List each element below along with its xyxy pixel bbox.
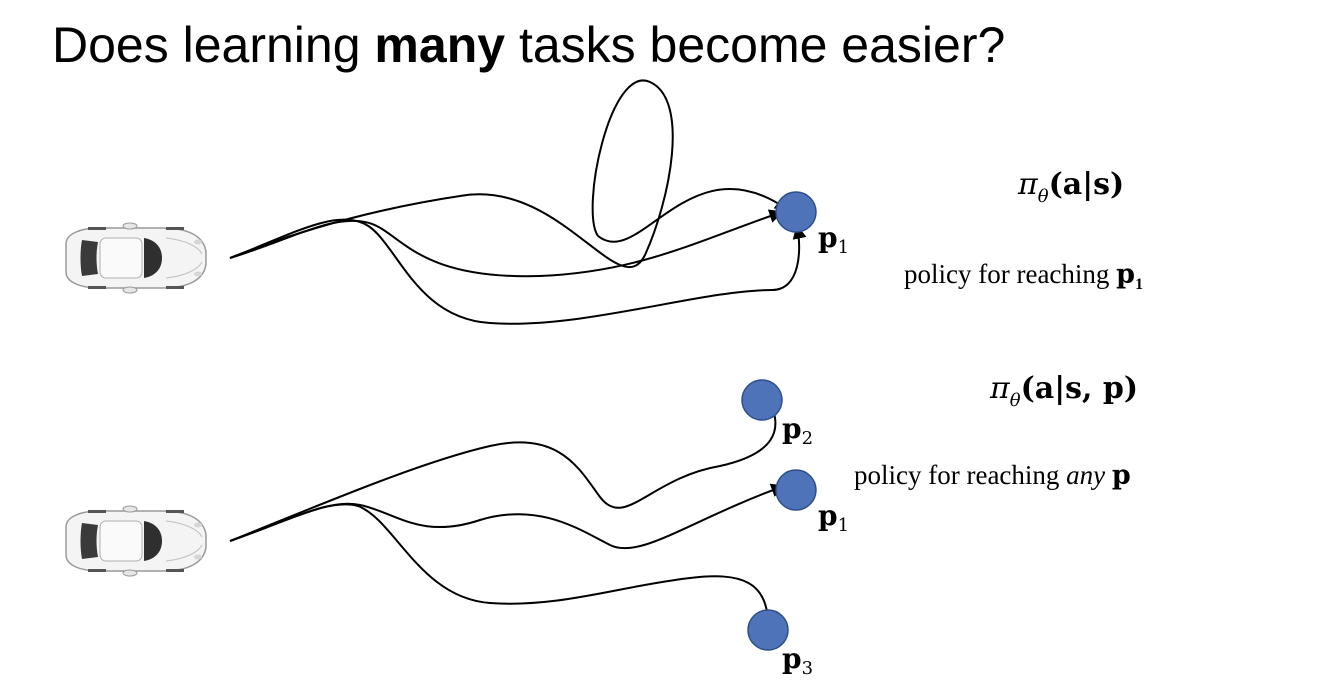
title-text-before: Does learning — [52, 17, 375, 73]
formula-bottom: πθ(a|s, p) — [989, 371, 1138, 411]
car-icon — [65, 505, 207, 577]
goal-p1-top — [775, 191, 817, 233]
trajectory-top-3 — [229, 218, 807, 325]
trajectory-top-2 — [229, 79, 790, 269]
top-trajectories — [229, 79, 807, 325]
trajectory-top-1 — [229, 209, 784, 278]
bottom-trajectories — [229, 390, 786, 632]
goal-label-p1-bottom: p1 — [818, 499, 849, 536]
goal-p3 — [747, 609, 789, 651]
title-emphasis: many — [374, 17, 506, 73]
goal-label-p1-top: p1 — [818, 221, 849, 258]
goal-label-p3: p3 — [782, 642, 813, 679]
trajectory-to-p1 — [229, 483, 786, 550]
goal-p1-bottom — [775, 469, 817, 511]
slide-title: Does learning many tasks become easier? — [52, 16, 1005, 74]
car-icon — [65, 222, 207, 294]
trajectory-to-p2 — [229, 390, 777, 542]
formula-top: πθ(a|s) — [1017, 167, 1124, 207]
goal-label-p2: p2 — [782, 412, 813, 449]
caption-bottom: policy for reaching any p — [854, 460, 1131, 491]
goal-p2 — [741, 379, 783, 421]
title-text-after: tasks become easier? — [505, 17, 1006, 73]
trajectory-to-p3 — [229, 503, 776, 632]
caption-top: policy for reaching p1 — [904, 259, 1143, 293]
